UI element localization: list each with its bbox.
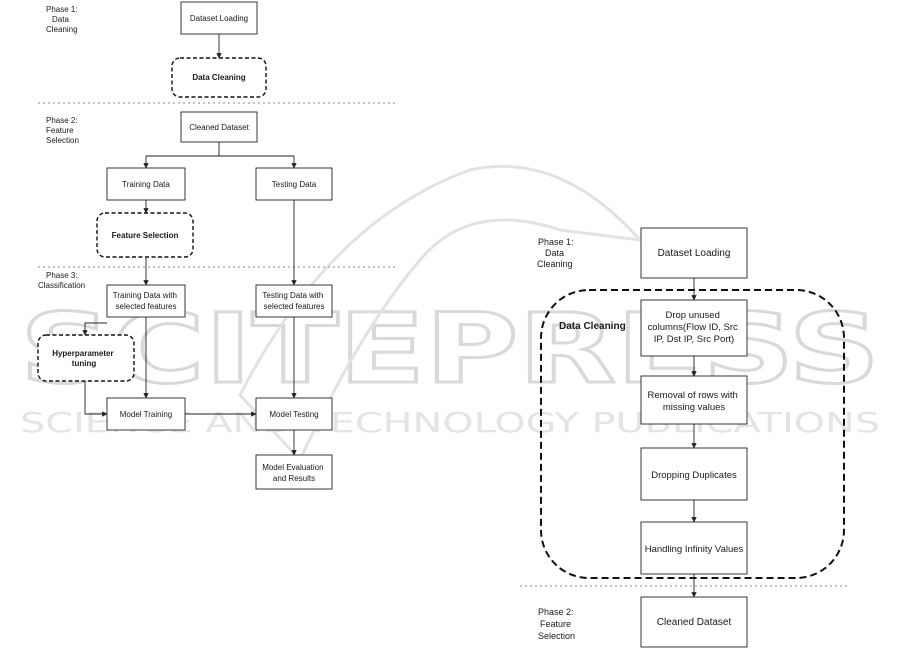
- watermark-swoosh: [238, 164, 644, 463]
- node-r-dataset-loading: Dataset Loading: [640, 227, 748, 279]
- node-cleaned-dataset: Cleaned Dataset: [180, 111, 258, 143]
- node-training-data: Training Data: [106, 167, 186, 201]
- node-data-cleaning: Data Cleaning: [171, 57, 267, 98]
- edge-hyperparameter-to-model-training: [84, 381, 108, 417]
- node-feature-selection: Feature Selection: [96, 212, 194, 258]
- svg-text:Training Data with sel: Training Data with selected features: [113, 291, 179, 311]
- svg-text:Dataset Loading: Dataset Loading: [190, 14, 248, 23]
- node-model-testing: Model Testing: [255, 397, 333, 431]
- left-phase2-label: Phase 2: Feature Selection: [46, 116, 80, 145]
- svg-text:Cleaned Dataset: Cleaned Dataset: [657, 617, 732, 628]
- node-training-data-selected: Training Data with selected features: [106, 284, 186, 318]
- node-testing-data: Testing Data: [255, 167, 333, 201]
- right-data-cleaning-label: Data Cleaning: [559, 321, 626, 332]
- svg-text:Cleaned Dataset: Cleaned Dataset: [189, 123, 249, 132]
- node-testing-data-selected: Testing Data with selected features: [255, 284, 333, 318]
- node-hyperparameter-tuning: Hyperparameter tuning: [37, 334, 135, 382]
- svg-text:Dataset Loading: Dataset Loading: [658, 248, 731, 259]
- svg-text:Model Testing: Model Testing: [269, 410, 318, 419]
- right-flowchart: Phase 1: Data Cleaning Phase 2: Feature …: [520, 227, 850, 648]
- node-r-dropping-duplicates: Dropping Duplicates: [640, 447, 748, 501]
- svg-text:Testing Data: Testing Data: [272, 180, 317, 189]
- node-dataset-loading: Dataset Loading: [180, 1, 258, 35]
- svg-text:Dropping Duplicates: Dropping Duplicates: [651, 470, 737, 481]
- right-phase1-label: Phase 1: Data Cleaning: [537, 237, 576, 269]
- node-r-handling-infinity: Handling Infinity Values: [640, 521, 748, 575]
- svg-text:Feature Selection: Feature Selection: [112, 231, 179, 240]
- node-r-cleaned-dataset: Cleaned Dataset: [640, 596, 748, 648]
- node-model-training: Model Training: [106, 397, 186, 431]
- left-phase3-label: Phase 3: Classification: [38, 271, 85, 290]
- svg-text:Hyperparameter tuning: Hyperparameter tuning: [52, 349, 116, 368]
- left-phase1-label: Phase 1: Data Cleaning: [46, 5, 80, 34]
- right-phase2-label: Phase 2: Feature Selection: [538, 607, 576, 641]
- svg-text:Handling Infinity Values: Handling Infinity Values: [645, 544, 744, 555]
- node-r-removal-rows: Removal of rows with missing values: [640, 375, 748, 425]
- edge-training-selected-to-hyperparameter: [82, 322, 107, 336]
- node-r-drop-unused: Drop unused columns(Flow ID, Src IP, Dst…: [640, 299, 748, 357]
- svg-text:Model Training: Model Training: [120, 410, 172, 419]
- right-data-cleaning-region: [540, 289, 845, 579]
- svg-text:Data Cleaning: Data Cleaning: [192, 73, 245, 82]
- svg-text:Removal of rows with m: Removal of rows with missing values: [648, 390, 741, 413]
- node-model-evaluation: Model Evaluation and Results: [255, 454, 333, 490]
- svg-text:Training Data: Training Data: [122, 180, 170, 189]
- left-flowchart: Phase 1: Data Cleaning Phase 2: Feature …: [37, 1, 398, 490]
- svg-text:Drop unused columns(Fl: Drop unused columns(Flow ID, Src IP, Dst…: [648, 310, 741, 345]
- svg-text:Testing Data with sele: Testing Data with selected features: [262, 291, 325, 311]
- svg-text:Model Evaluation and R: Model Evaluation and Results: [262, 463, 326, 483]
